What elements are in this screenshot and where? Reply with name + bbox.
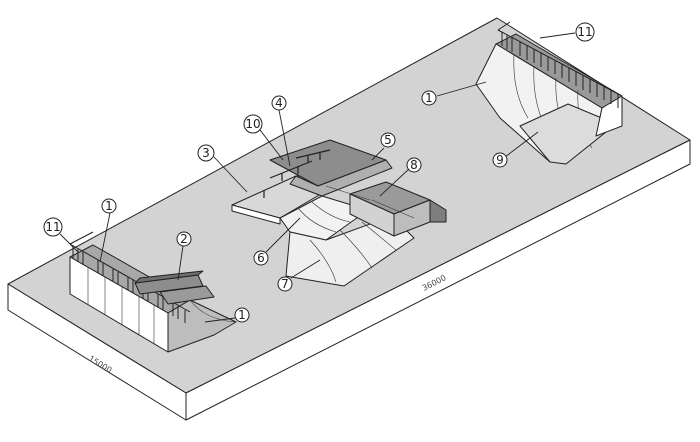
- svg-text:1: 1: [425, 91, 433, 105]
- callout-11-left: 11: [43, 217, 63, 237]
- callout-5: 5: [380, 132, 396, 148]
- left-ramp-curve: [189, 299, 237, 323]
- callout-1-left-bottom: 1: [234, 307, 250, 323]
- callout-4: 4: [271, 95, 287, 111]
- right-launch-ramp: [519, 103, 617, 165]
- svg-text:7: 7: [281, 277, 289, 291]
- left-fence: [69, 231, 191, 323]
- callout-10: 10: [243, 114, 263, 134]
- callout-8: 8: [406, 157, 422, 173]
- callout-9: 9: [492, 152, 508, 168]
- svg-text:1: 1: [105, 199, 113, 213]
- center-deck-edge: [231, 204, 281, 225]
- right-quarter-pipe-group: [475, 21, 623, 165]
- callout-1-left-top: 1: [101, 198, 117, 214]
- center-launch-curve-b: [339, 229, 373, 269]
- center-funbox-group: [231, 139, 447, 287]
- svg-text:1: 1: [238, 308, 246, 322]
- right-side-wall: [595, 95, 623, 137]
- callout-2: 2: [176, 231, 192, 247]
- svg-text:8: 8: [410, 158, 418, 172]
- svg-text:6: 6: [257, 251, 265, 265]
- left-wall-panel-lines: [87, 267, 155, 344]
- callout-6: 6: [253, 250, 269, 266]
- leader-lines: [59, 32, 576, 323]
- callout-7: 7: [277, 276, 293, 292]
- center-box-kicker: [429, 199, 447, 223]
- callout-1-right: 1: [421, 90, 437, 106]
- left-rail-box-top: [134, 270, 204, 284]
- svg-text:3: 3: [202, 146, 210, 160]
- svg-text:5: 5: [384, 133, 392, 147]
- svg-text:11: 11: [45, 220, 60, 234]
- center-curve-line-b: [311, 201, 351, 223]
- slab-right-side: [185, 139, 691, 421]
- svg-text:10: 10: [245, 117, 260, 131]
- center-box-left: [349, 193, 395, 237]
- right-fence: [497, 21, 623, 108]
- center-launch-curve-c: [361, 221, 397, 251]
- svg-text:2: 2: [180, 232, 188, 246]
- svg-text:9: 9: [496, 153, 504, 167]
- center-upper-ramp: [289, 159, 393, 197]
- center-launch-ramp: [285, 215, 415, 287]
- center-launch-curve-a: [309, 239, 337, 283]
- callout-11-right: 11: [575, 22, 595, 42]
- left-small-ramp: [159, 285, 215, 305]
- svg-text:11: 11: [577, 25, 592, 39]
- center-curve-line-a: [297, 207, 337, 233]
- center-deck-rail: [263, 149, 331, 198]
- callout-3: 3: [197, 144, 215, 162]
- svg-text:4: 4: [275, 96, 283, 110]
